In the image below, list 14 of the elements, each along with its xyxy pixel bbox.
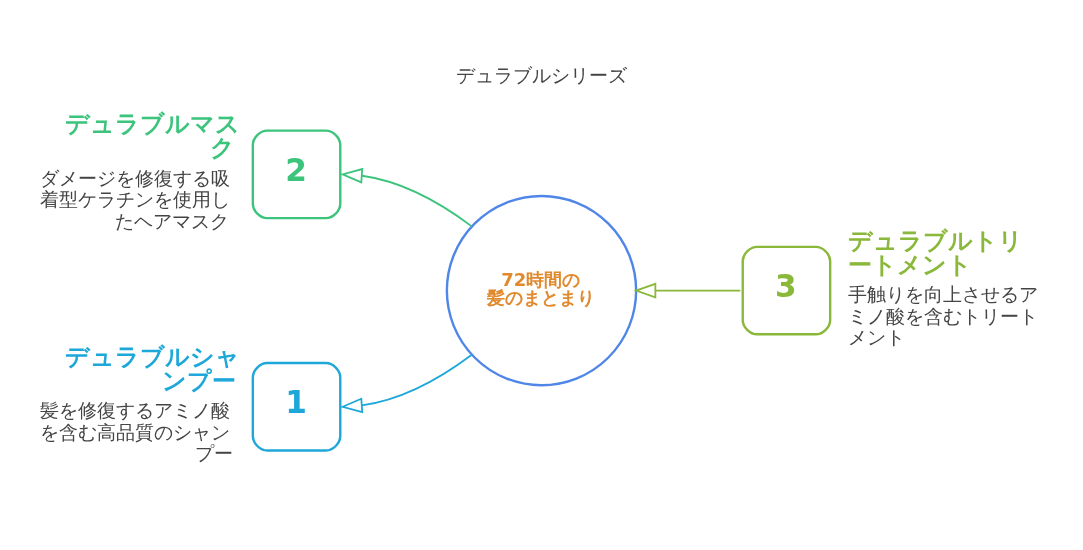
arrow (339, 167, 473, 228)
arrow (339, 353, 473, 414)
diagram-title: デュラブルシリーズ (456, 63, 627, 87)
node-label: ダメージを修復する吸着型ケラチンを使用したヘアマスク (39, 166, 230, 234)
node-label: 髪を修復するアミノ酸を含む高品質のシャンプー (39, 399, 234, 466)
node-circle: 72時間の髪のまとまり (445, 194, 638, 387)
node-box: 3 (741, 245, 832, 336)
arrow (633, 282, 742, 299)
node-label: デュラブルマスク (64, 110, 240, 163)
node-box: 2 (251, 129, 342, 220)
node-label: デュラブルトリートメント (848, 226, 1024, 279)
node-label: 手触りを向上させるアミノ酸を含むトリートメント (848, 283, 1039, 350)
node-label: デュラブルシャンプー (64, 342, 240, 395)
node-box: 1 (251, 361, 342, 452)
